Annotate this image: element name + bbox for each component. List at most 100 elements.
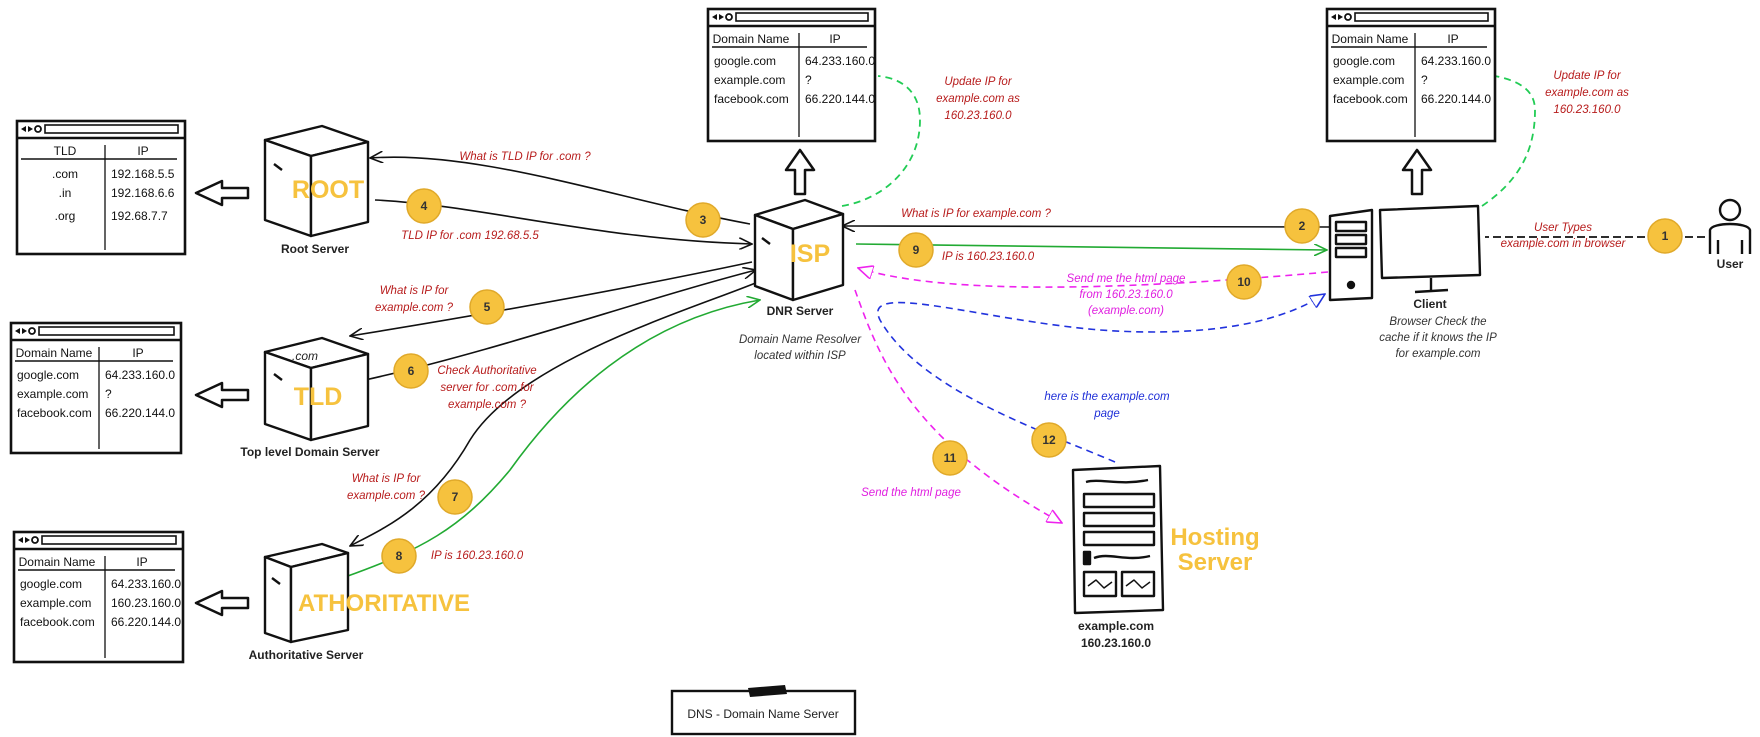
user-caption: User (1717, 257, 1744, 271)
table-cell: facebook.com (1333, 92, 1408, 106)
table-cell: google.com (1333, 54, 1395, 68)
hosting-big-label-2: Server (1178, 549, 1253, 576)
table-header: Domain Name (1332, 32, 1409, 46)
client-desc-2: cache if it knows the IP (1379, 332, 1497, 344)
step-badge-10: 10 (1226, 264, 1262, 300)
table-cell: example.com (1333, 73, 1404, 87)
legend-label: DNS - Domain Name Server (687, 707, 838, 721)
hollow-arrow-tld (194, 381, 250, 409)
table-cell: .in (59, 186, 72, 200)
arrow-isp-to-hosting (854, 289, 1062, 523)
client-desc-3: for example.com (1395, 348, 1480, 360)
auth-caption: Authoritative Server (249, 648, 364, 662)
table-cell: 64.233.160.0 (111, 577, 181, 591)
table-cell: .com (52, 167, 78, 181)
table-row: google.com 64.233.160.0 (714, 54, 875, 68)
arrow-client-request-page (858, 268, 1329, 288)
arrow-isp-to-tld (350, 261, 753, 336)
monitor (1378, 204, 1482, 280)
table-cell: example.com (20, 596, 91, 610)
client-caption: Client (1413, 297, 1446, 311)
arrow-auth-to-isp (344, 300, 760, 578)
step-number: 5 (484, 300, 491, 314)
table-row: example.com? (714, 73, 812, 87)
window-controls-icon (712, 13, 733, 21)
step-5-label-2: example.com ? (375, 302, 454, 314)
table-header: IP (132, 346, 143, 360)
window-controls-icon (1331, 13, 1352, 21)
step-number: 12 (1042, 433, 1056, 447)
table-cell: 192.168.5.5 (111, 167, 175, 181)
table-cell: 192.168.6.6 (111, 186, 175, 200)
arrow-isp-to-client (855, 243, 1327, 250)
table-cell: 66.220.144.0 (105, 406, 175, 420)
table-row: .in 192.168.6.6 (59, 186, 175, 200)
table-header: Domain Name (713, 32, 790, 46)
table-cell: google.com (17, 368, 79, 382)
isp-desc-1: Domain Name Resolver (739, 334, 862, 346)
window-controls-icon (18, 536, 39, 544)
table-cell: ? (1421, 73, 1428, 87)
table-isp: Domain Name IP google.com 64.233.160.0 examp… (706, 7, 877, 143)
table-cell: example.com (17, 387, 88, 401)
table-row: example.com? (1333, 73, 1428, 87)
step-number: 8 (396, 549, 403, 563)
server-tld (263, 336, 370, 442)
table-cell: 64.233.160.0 (805, 54, 875, 68)
step-number: 9 (913, 243, 920, 257)
root-caption: Root Server (281, 242, 349, 256)
arrow-client-to-isp (842, 226, 1331, 227)
step-badge-1: 1 (1647, 218, 1683, 254)
table-cell: example.com (714, 73, 785, 87)
table-header: TLD (54, 144, 77, 158)
table-header: IP (1447, 32, 1458, 46)
client-update-label-1: Update IP for (1553, 70, 1622, 82)
table-header: IP (137, 144, 148, 158)
table-cell: google.com (20, 577, 82, 591)
step-10-label-2: from 160.23.160.0 (1079, 289, 1173, 301)
table-row: google.com 64.233.160.0 (20, 577, 181, 591)
isp-big-label: ISP (790, 240, 830, 268)
table-cell: google.com (714, 54, 776, 68)
user-icon (1708, 198, 1752, 254)
hosting-page-icon (1071, 464, 1165, 615)
table-window (1325, 7, 1497, 143)
table-cell: 66.220.144.0 (1421, 92, 1491, 106)
table-cell: 64.233.160.0 (1421, 54, 1491, 68)
table-header: IP (829, 32, 840, 46)
isp-caption: DNR Server (767, 304, 834, 318)
client-update-label-3: 160.23.160.0 (1553, 104, 1621, 116)
step-badge-11: 11 (932, 440, 968, 476)
isp-update-label-2: example.com as (936, 93, 1020, 105)
client-computer (1328, 204, 1482, 302)
table-window (12, 530, 185, 664)
isp-update-label-3: 160.23.160.0 (944, 110, 1012, 122)
table-header: IP (136, 555, 147, 569)
step-5-label-1: What is IP for (380, 285, 450, 297)
table-window (9, 321, 183, 455)
step-8-label: IP is 160.23.160.0 (431, 550, 524, 562)
step-12-label-1: here is the example.com (1044, 391, 1170, 403)
table-cell: facebook.com (20, 615, 95, 629)
table-cell: 160.23.160.0 (111, 596, 181, 610)
step-badge-8: 8 (381, 538, 417, 574)
table-row: google.com 64.233.160.0 (1333, 54, 1491, 68)
legend-box: DNS - Domain Name Server (670, 685, 857, 736)
step-badge-5: 5 (469, 289, 505, 325)
address-bar (1354, 12, 1489, 22)
step-number: 4 (421, 199, 428, 213)
table-header: Domain Name (16, 346, 93, 360)
table-cell: ? (805, 73, 812, 87)
tld-top-label: .com (292, 349, 318, 363)
table-row: .com 192.168.5.5 (52, 167, 175, 181)
hollow-arrow-client (1401, 148, 1433, 196)
step-10-label-3: (example.com) (1088, 305, 1164, 317)
hollow-arrows (194, 148, 1433, 617)
hollow-arrow-auth (194, 589, 250, 617)
step-6-label-1: Check Authoritative (437, 365, 536, 377)
step-6-label-2: server for .com for (440, 382, 534, 394)
